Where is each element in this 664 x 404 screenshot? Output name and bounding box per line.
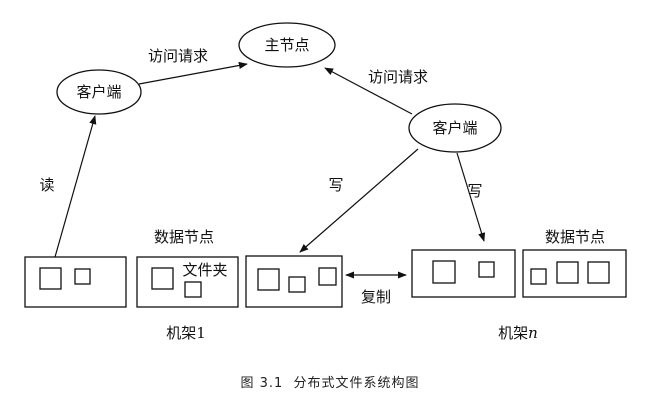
edge-write-right — [456, 152, 486, 242]
master-node-label: 主节点 — [264, 36, 309, 54]
rackn-label: 机架n — [498, 324, 538, 342]
rack1-node-1 — [24, 256, 127, 308]
rack1-suffix: 1 — [196, 324, 206, 342]
rackn-prefix: 机架 — [498, 324, 528, 342]
folder-label: 文件夹 — [182, 261, 227, 279]
edge-client-left-to-master — [138, 61, 248, 85]
rack1-node-3 — [245, 255, 343, 308]
edge-label-request-right: 访问请求 — [368, 68, 428, 86]
rack1-prefix: 机架 — [166, 324, 196, 342]
rack1-node-2: 文件夹 — [136, 256, 239, 308]
edge-label-request-left: 访问请求 — [148, 47, 208, 65]
edge-label-write-right: 写 — [467, 182, 482, 200]
edge-label-write-left: 写 — [328, 176, 343, 194]
rackn-suffix: n — [528, 324, 538, 342]
client-left-label: 客户端 — [76, 83, 121, 101]
edge-write-left — [299, 148, 419, 253]
datanode-label-left: 数据节点 — [154, 228, 214, 246]
edge-label-read: 读 — [39, 176, 54, 194]
client-left: 客户端 — [56, 69, 142, 115]
rackn-node-2 — [522, 249, 627, 298]
edge-client-right-to-master — [324, 67, 413, 115]
rackn-node-1 — [411, 249, 516, 298]
figure-caption: 图 3.1 分布式文件系统构图 — [240, 376, 419, 391]
client-right-label: 客户端 — [432, 119, 477, 137]
client-right: 客户端 — [408, 103, 502, 153]
edge-label-replicate: 复制 — [361, 288, 391, 306]
rack1-label: 机架1 — [166, 324, 206, 342]
edge-read — [54, 115, 97, 258]
master-node: 主节点 — [238, 22, 336, 68]
datanode-label-right: 数据节点 — [545, 228, 605, 246]
